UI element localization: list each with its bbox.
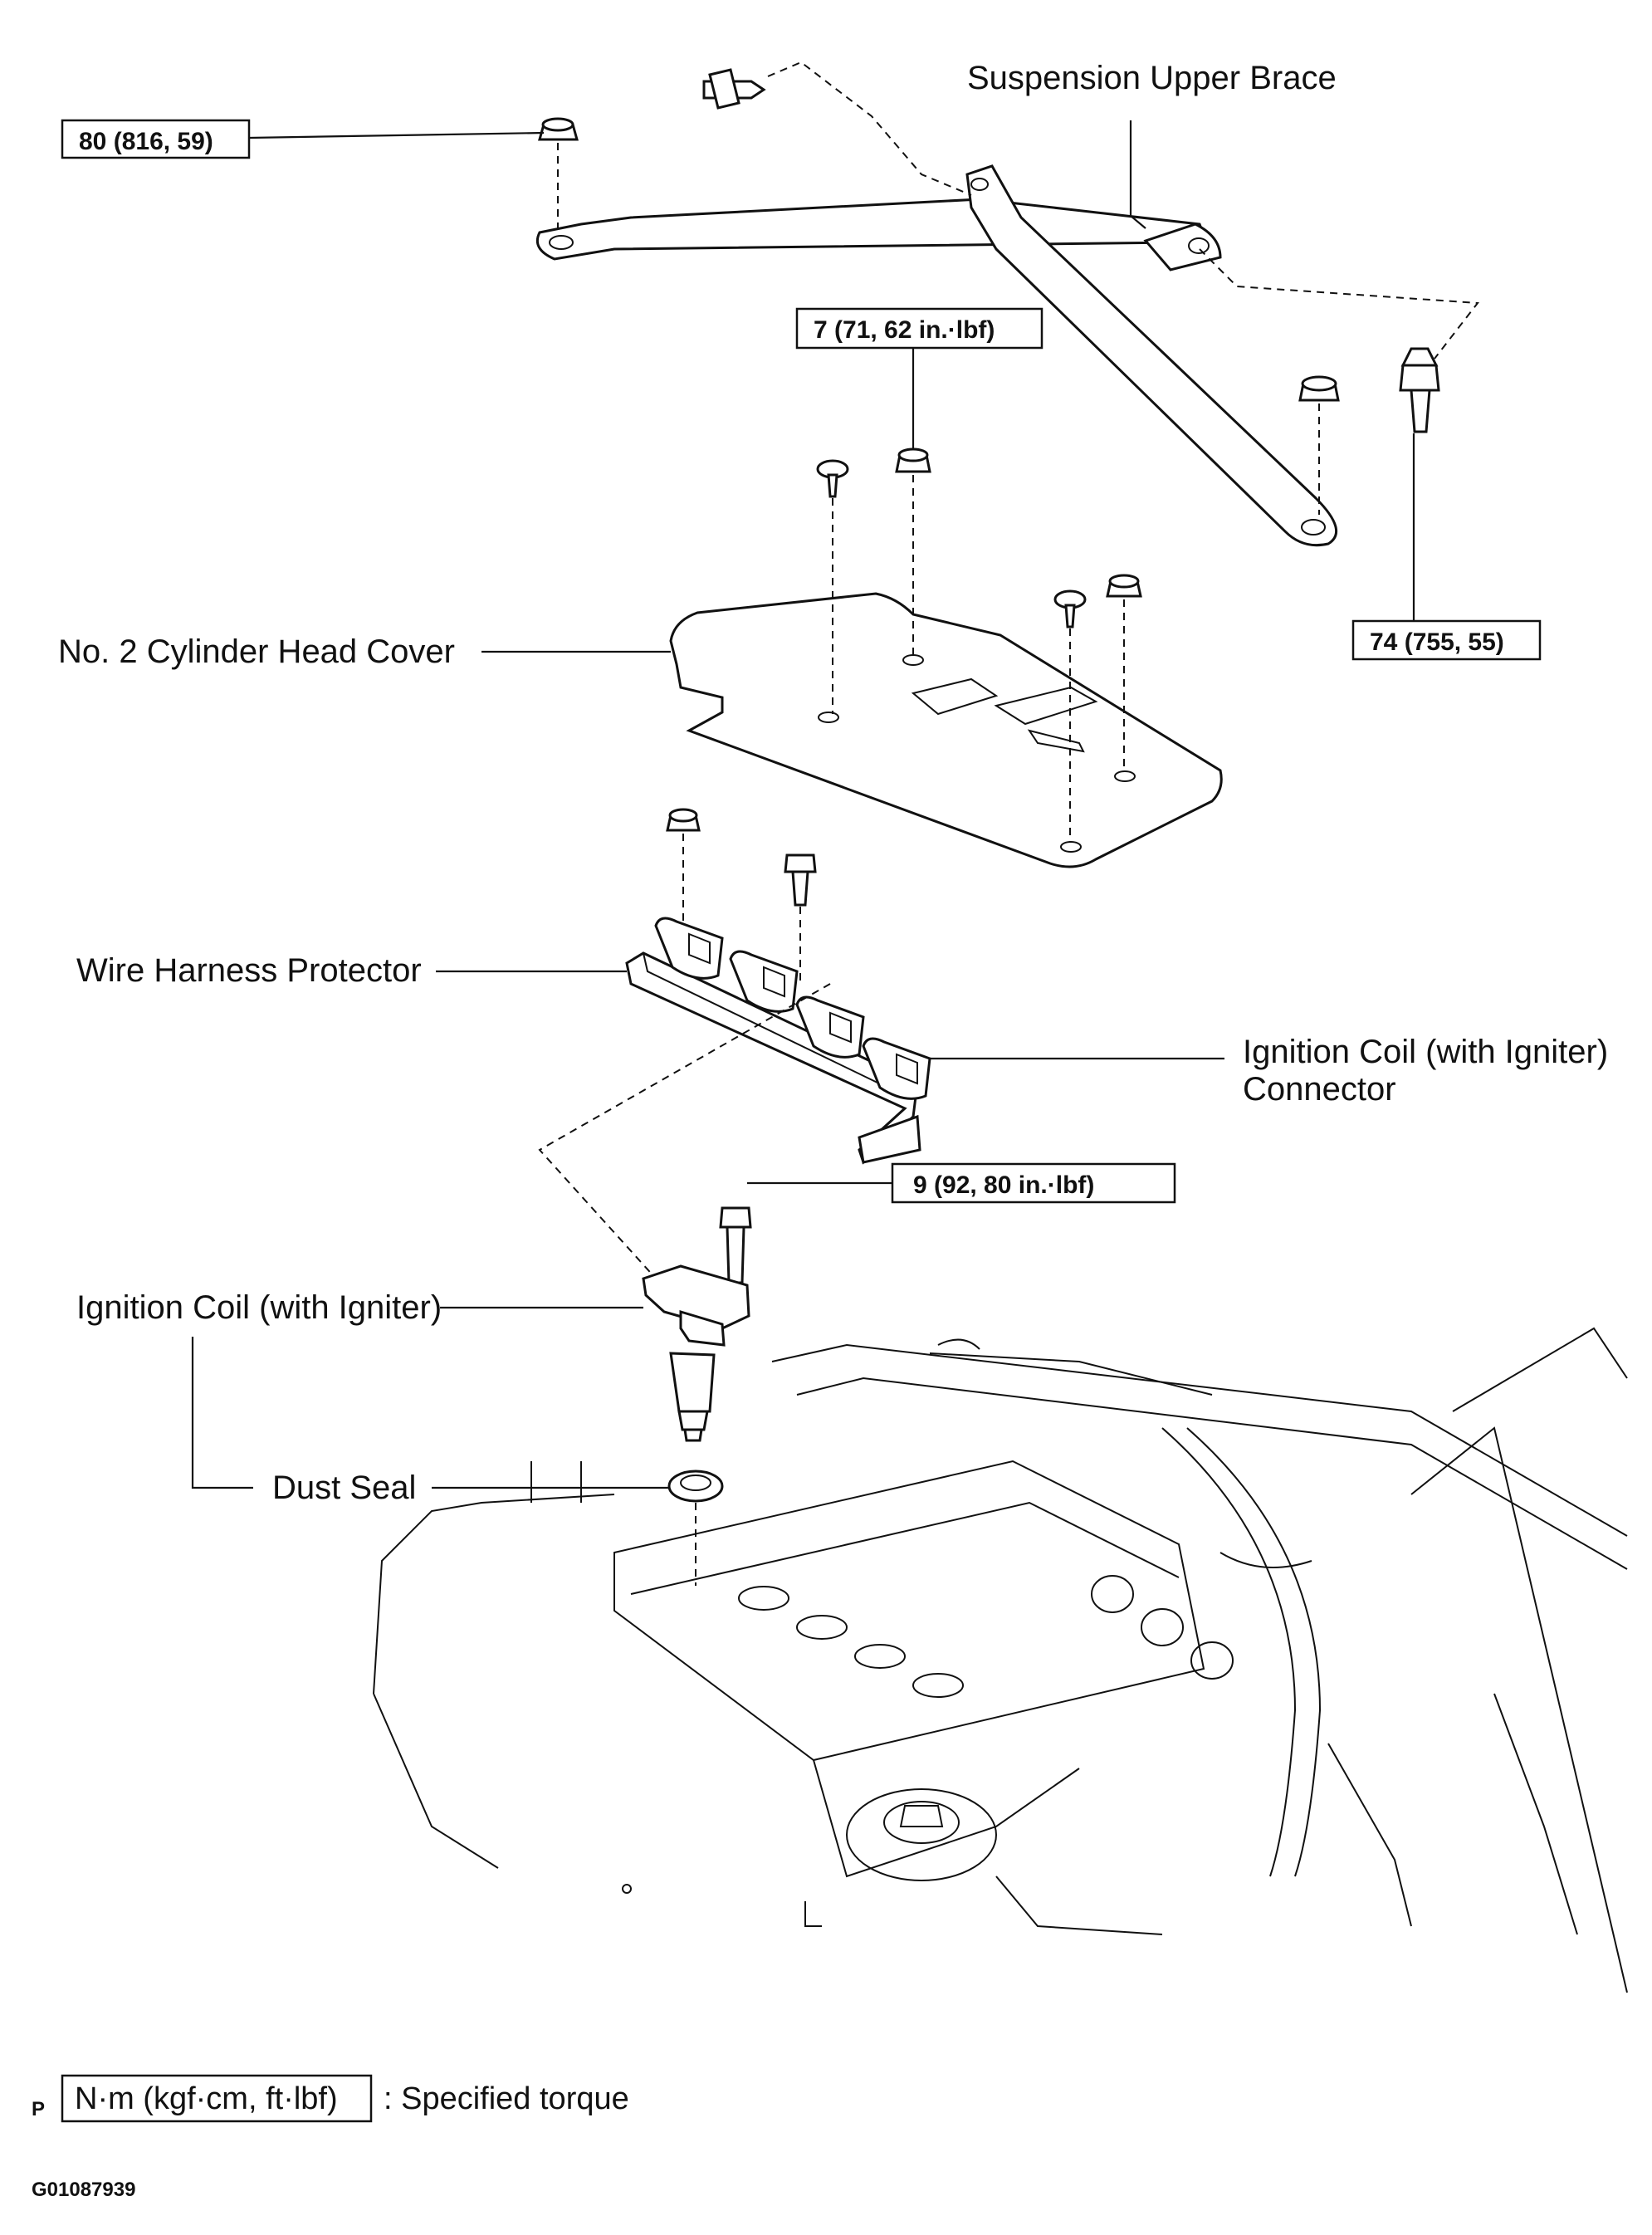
torque-box-coil-bolt: 9 (92, 80 in.·lbf) xyxy=(891,1162,1176,1204)
torque-legend: P N·m (kgf·cm, ft·lbf) : Specified torqu… xyxy=(32,2074,629,2123)
label-dust-seal: Dust Seal xyxy=(272,1470,416,1506)
coil-connector-guide xyxy=(538,983,831,1279)
legend-unit-box: N·m (kgf·cm, ft·lbf) xyxy=(75,2081,338,2116)
torque-cover-nut: 7 (71, 62 in.·lbf) xyxy=(814,316,995,344)
label-wire-harness-protector: Wire Harness Protector xyxy=(76,952,422,989)
engine-bay-illustration xyxy=(373,1327,1628,1993)
legend-description: : Specified torque xyxy=(384,2081,629,2116)
torque-brace-nut: 80 (816, 59) xyxy=(79,128,213,155)
cover-nut-right xyxy=(1106,574,1142,772)
brace-bolt-top xyxy=(702,61,972,196)
torque-brace-bolt: 74 (755, 55) xyxy=(1370,628,1504,656)
brace-nut-left xyxy=(538,117,579,232)
wire-harness-protector xyxy=(625,951,921,1165)
torque-box-brace-bolt: 74 (755, 55) xyxy=(1351,619,1542,661)
cover-nut-left xyxy=(895,447,931,656)
figure-id: G01087939 xyxy=(32,2179,135,2201)
cylinder-head-cover xyxy=(669,592,1223,868)
torque-box-brace-nut: 80 (816, 59) xyxy=(61,119,251,159)
label-ignition-coil-connector-line1: Ignition Coil (with Igniter) xyxy=(1243,1034,1608,1070)
label-suspension-upper-brace: Suspension Upper Brace xyxy=(967,60,1337,96)
legend-prefix: P xyxy=(32,2098,45,2120)
ignition-coil xyxy=(642,1264,750,1442)
leader-lines xyxy=(191,120,1415,1489)
label-cylinder-head-cover: No. 2 Cylinder Head Cover xyxy=(58,633,455,670)
protector-nut xyxy=(666,808,701,922)
cover-clip-left xyxy=(816,459,849,714)
dust-seal xyxy=(667,1470,724,1586)
torque-box-cover-nut: 7 (71, 62 in.·lbf) xyxy=(795,307,1043,350)
brace-nut-right xyxy=(1298,375,1340,515)
ignition-coil-connector xyxy=(654,917,931,1100)
label-ignition-coil: Ignition Coil (with Igniter) xyxy=(76,1289,442,1326)
torque-coil-bolt: 9 (92, 80 in.·lbf) xyxy=(913,1171,1094,1199)
brace-bolt-right xyxy=(1199,248,1479,433)
cover-clip-right xyxy=(1053,589,1087,843)
protector-bolt xyxy=(784,853,817,984)
label-ignition-coil-connector-line2: Connector xyxy=(1243,1071,1396,1108)
suspension-upper-brace xyxy=(535,164,1337,547)
